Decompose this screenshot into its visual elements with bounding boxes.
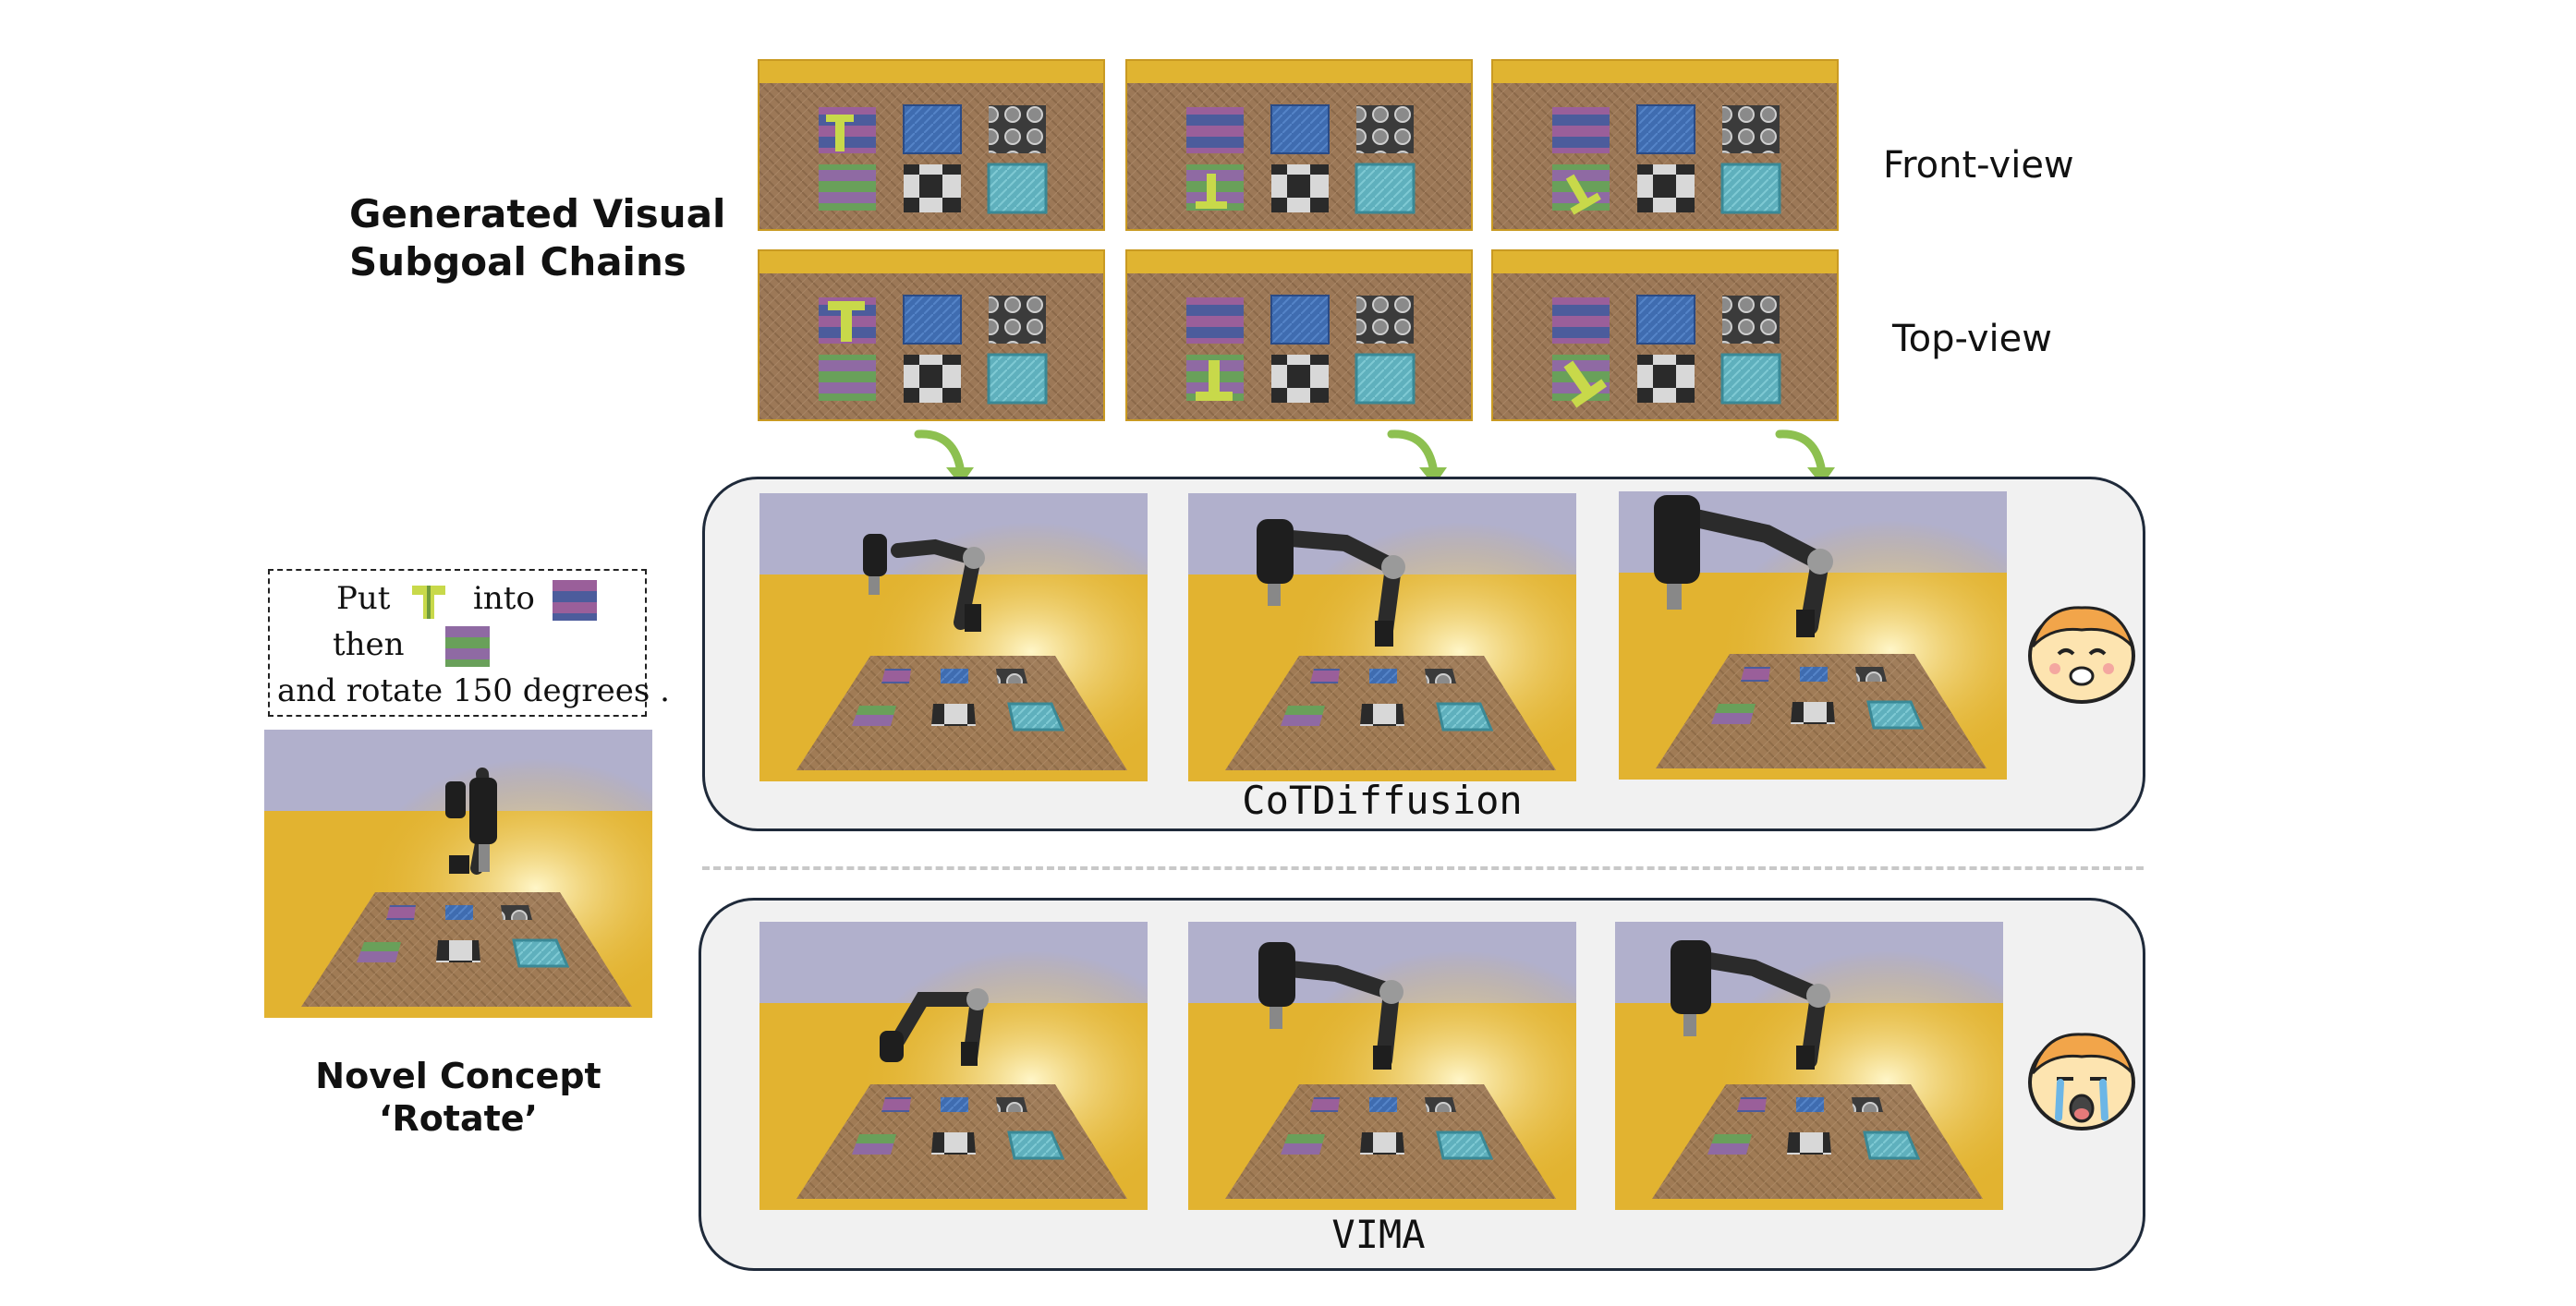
subgoal-top-3	[1491, 249, 1839, 421]
generated-subgoal-title-line2: Subgoal Chains	[349, 239, 687, 284]
method-label-vima: VIMA	[1331, 1212, 1426, 1257]
crying-face-icon	[2028, 1033, 2135, 1131]
cotdiffusion-scene-2	[1188, 493, 1576, 781]
prompt-line-rotate: and rotate 150 degrees .	[277, 672, 670, 709]
subgoal-front-3	[1491, 59, 1839, 231]
prompt-word-put: Put	[336, 580, 391, 617]
vima-scene-2	[1188, 922, 1576, 1210]
robot-arm-icon	[880, 988, 989, 1066]
vima-scene-3	[1615, 922, 2003, 1210]
generated-subgoal-title: Generated Visual Subgoal Chains	[349, 190, 737, 286]
subgoal-front-1	[758, 59, 1105, 231]
top-view-label: Top-view	[1892, 318, 2052, 360]
subgoal-front-2	[1125, 59, 1473, 231]
rotated-t-block-icon	[826, 115, 854, 151]
prompt-word-then: then	[333, 626, 405, 663]
robot-arm-icon	[863, 534, 985, 632]
robot-arm-icon	[445, 768, 497, 875]
t-block-icon	[412, 586, 445, 619]
cotdiffusion-scene-1	[759, 493, 1148, 781]
robot-arm-icon	[1257, 519, 1405, 647]
front-view-label: Front-view	[1883, 144, 2074, 187]
separator-line	[702, 866, 2144, 870]
novel-concept-line1: Novel Concept	[315, 1056, 601, 1096]
vima-scene-1	[759, 922, 1148, 1210]
prompt-word-into: into	[473, 580, 535, 617]
green-purple-container-icon	[445, 626, 490, 667]
novel-concept-line2: ‘Rotate’	[379, 1098, 538, 1139]
purple-blue-container-icon	[553, 580, 597, 621]
robot-arm-icon	[1671, 940, 1830, 1070]
instruction-prompt-box: Put into then and rotate 150 degrees .	[268, 569, 670, 717]
subgoal-top-2	[1125, 249, 1473, 421]
subgoal-top-1	[758, 249, 1105, 421]
generated-subgoal-title-line1: Generated Visual	[349, 191, 726, 236]
robot-arm-icon	[1654, 495, 1833, 637]
cotdiffusion-scene-3	[1619, 491, 2007, 780]
robot-arm-icon	[1258, 942, 1403, 1070]
novel-concept-label: Novel Concept ‘Rotate’	[264, 1055, 652, 1140]
happy-face-icon	[2028, 606, 2135, 704]
initial-scene	[264, 730, 652, 1018]
method-label-cotdiffusion: CoTDiffusion	[1242, 778, 1523, 823]
